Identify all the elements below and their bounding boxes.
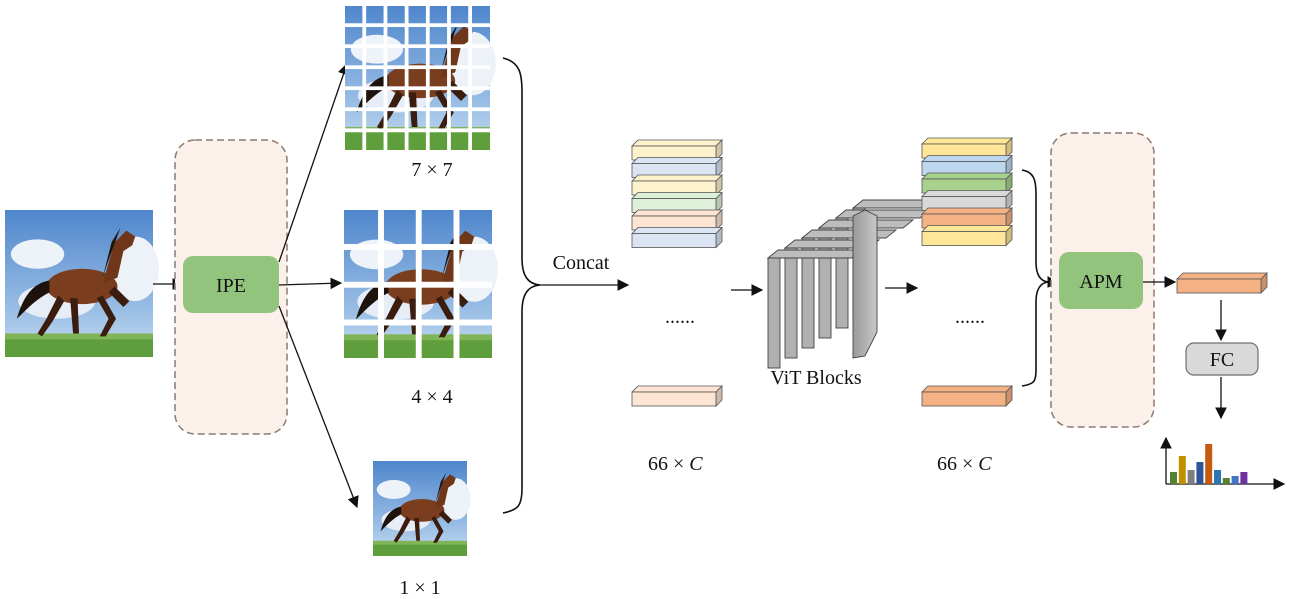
input-token-66 (631, 385, 723, 407)
tokens-out-count: 66 × C (937, 453, 992, 475)
arrow-ipe-to-4x4 (278, 277, 343, 290)
fc-module: FC (1185, 342, 1259, 376)
output-token-2 (921, 154, 1013, 177)
vit-blocks-label: ViT Blocks (770, 367, 861, 389)
output-token-66 (921, 385, 1013, 407)
input-token-stack (631, 139, 723, 249)
tokens-in-count: 66 × C (648, 453, 703, 475)
input-token-last (631, 385, 723, 407)
concat-brace (502, 57, 541, 514)
histogram-bar-4 (1196, 462, 1204, 484)
vit-block-5 (783, 239, 881, 359)
output-token-5 (921, 207, 1013, 229)
input-token-4 (631, 191, 723, 214)
ipe-module: IPE (174, 139, 288, 435)
vit-blocks-face (852, 209, 878, 359)
histogram-bar-2 (1178, 456, 1186, 484)
ipe-label: IPE (216, 275, 246, 297)
vit-blocks (766, 199, 949, 369)
output-token-4 (921, 189, 1013, 212)
pooled-token-slab (1176, 272, 1268, 294)
histogram-bar-1 (1170, 472, 1177, 484)
output-token-6 (921, 224, 1013, 247)
class-probability-histogram (1160, 436, 1286, 490)
input-token-5 (631, 209, 723, 231)
histogram-bar-7 (1222, 478, 1230, 484)
input-token-1 (631, 139, 723, 161)
fc-label: FC (1210, 349, 1234, 371)
output-brace (1021, 169, 1049, 387)
grid-7x7-label: 7 × 7 (411, 159, 452, 181)
output-token-last (921, 385, 1013, 407)
output-token-stack (921, 137, 1013, 247)
arrow-ipe-to-1x1 (278, 305, 359, 509)
fc-box (1185, 342, 1259, 376)
ellipsis-out: ...... (955, 306, 985, 328)
histogram-bar-9 (1240, 472, 1248, 484)
input-token-6 (631, 226, 723, 249)
input-token-3 (631, 174, 723, 196)
output-token-1 (921, 137, 1013, 159)
grid-4x4-label: 4 × 4 (411, 386, 452, 408)
histogram-bar-6 (1214, 470, 1221, 484)
output-token-3 (921, 172, 1013, 194)
apm-label: APM (1079, 271, 1123, 293)
vit-block-4 (800, 229, 898, 349)
ellipsis-in: ...... (665, 306, 695, 328)
input-token-2 (631, 156, 723, 179)
apm-box (1059, 252, 1143, 309)
ipe-box (183, 256, 279, 313)
histogram-bar-5 (1205, 444, 1213, 484)
arrow-ipe-to-7x7 (278, 62, 350, 263)
patch-grid-1x1: 1 × 1 (373, 461, 471, 599)
input-image (5, 210, 159, 357)
pooled-token (1176, 272, 1268, 294)
grid-1x1-label: 1 × 1 (399, 577, 440, 599)
histogram-bar-3 (1187, 470, 1195, 484)
histogram-bars (1170, 444, 1248, 484)
patch-grid-7x7: 7 × 7 (345, 6, 496, 181)
concat-label: Concat (553, 252, 610, 274)
vit-block-6 (766, 249, 864, 369)
apm-module: APM (1050, 132, 1155, 428)
patch-grid-4x4: 4 × 4 (344, 210, 498, 408)
histogram-bar-8 (1231, 476, 1239, 484)
